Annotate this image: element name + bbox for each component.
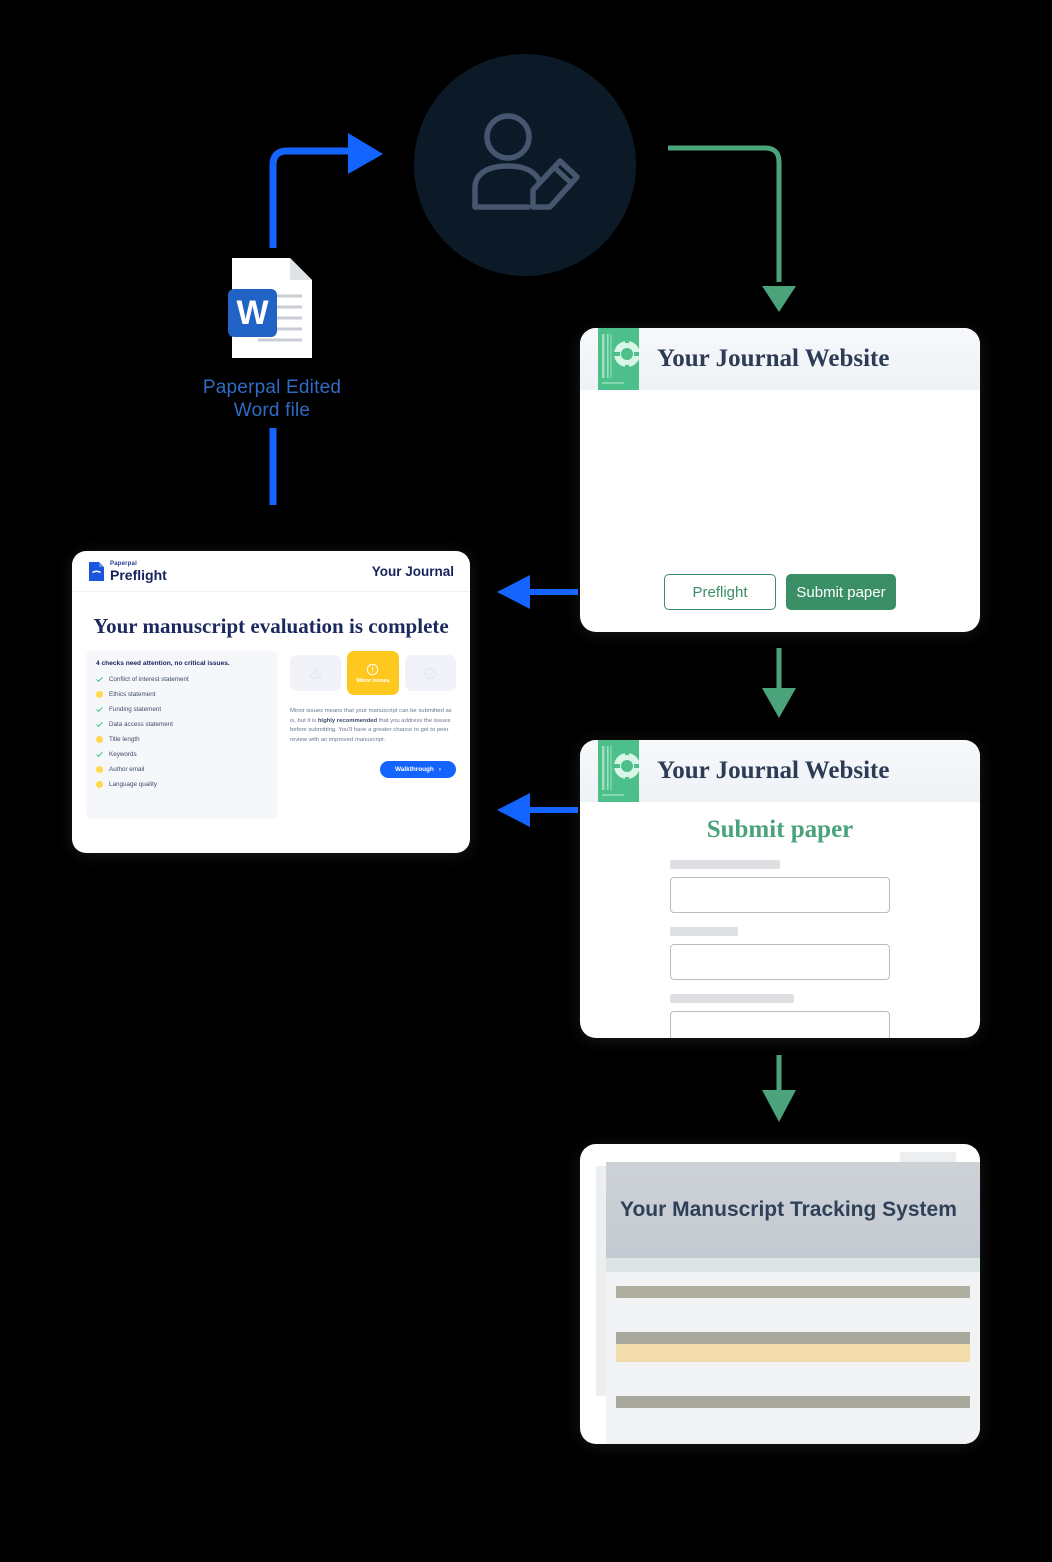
journal-cover-gear-icon xyxy=(598,328,641,390)
chevron-right-icon: › xyxy=(438,766,441,774)
check-warning-icon xyxy=(96,736,103,743)
form-label-placeholder xyxy=(670,927,738,936)
tracking-row-bar xyxy=(616,1332,970,1344)
preflight-journal-name: Your Journal xyxy=(371,563,454,579)
word-file-label-line2: Word file xyxy=(233,400,311,421)
journal-website-header: Your Journal Website xyxy=(580,328,980,390)
check-label: Author email xyxy=(109,766,145,773)
tracking-row-bar-highlighted xyxy=(616,1344,970,1362)
tracking-title: Your Manuscript Tracking System xyxy=(620,1198,957,1221)
tracking-titlebar: Your Manuscript Tracking System xyxy=(606,1162,980,1258)
status-badge-minor-issues[interactable]: Minor issues xyxy=(347,651,399,695)
paperpal-wordmark: Paperpal xyxy=(110,560,137,567)
check-row: Author email xyxy=(96,766,268,773)
manuscript-tracking-card: Your Manuscript Tracking System xyxy=(580,1144,980,1444)
word-file-group: W Paperpal Edited Word file xyxy=(172,256,372,422)
check-row: Keywords xyxy=(96,751,268,758)
status-description: Minor issues means that your manuscript … xyxy=(290,707,456,745)
preflight-header: Paperpal Preflight Your Journal xyxy=(72,551,470,592)
form-field-1[interactable] xyxy=(670,877,890,913)
preflight-result-card: Paperpal Preflight Your Journal Your man… xyxy=(72,551,470,853)
paperpal-preflight-logo: Paperpal Preflight xyxy=(88,561,167,582)
check-row: Ethics statement xyxy=(96,691,268,698)
tracking-subbar xyxy=(606,1258,980,1272)
check-row: Funding statement xyxy=(96,706,268,713)
word-document-icon: W xyxy=(228,256,316,360)
status-text-part1: Minor issues means that your manuscript … xyxy=(290,708,452,724)
form-label-placeholder xyxy=(670,994,794,1003)
check-row: Data access statement xyxy=(96,721,268,728)
check-label: Conflict of interest statement xyxy=(109,676,189,683)
check-row: Conflict of interest statement xyxy=(96,676,268,683)
journal-website-title: Your Journal Website xyxy=(657,345,890,372)
word-file-label: Paperpal Edited Word file xyxy=(172,376,372,422)
submit-paper-button[interactable]: Submit paper xyxy=(786,574,896,610)
check-label: Title length xyxy=(109,736,140,743)
tracking-row-bar xyxy=(616,1396,970,1408)
paperpal-doc-icon xyxy=(89,561,104,581)
check-label: Keywords xyxy=(109,751,137,758)
status-panel: Minor issues Minor issues means that you… xyxy=(290,651,456,819)
check-label: Data access statement xyxy=(109,721,174,728)
submit-paper-header: Your Journal Website xyxy=(580,740,980,802)
tracking-panel: Your Manuscript Tracking System xyxy=(606,1162,980,1444)
checks-panel: 4 checks need attention, no critical iss… xyxy=(86,651,278,819)
word-file-label-line1: Paperpal Edited xyxy=(202,377,342,398)
form-field-3[interactable] xyxy=(670,1011,890,1038)
preflight-body: 4 checks need attention, no critical iss… xyxy=(72,639,470,819)
form-label-placeholder xyxy=(670,860,780,869)
status-badge-clear[interactable] xyxy=(404,655,456,691)
status-badge-critical[interactable] xyxy=(290,655,342,691)
tracking-row-bar xyxy=(616,1286,970,1298)
check-pass-icon xyxy=(96,752,103,758)
check-label: Funding statement xyxy=(109,706,162,713)
preflight-title: Your manuscript evaluation is complete xyxy=(93,614,449,638)
preflight-button[interactable]: Preflight xyxy=(664,574,776,610)
submit-paper-form xyxy=(580,844,980,1038)
check-label: Ethics statement xyxy=(109,691,156,698)
author-edit-icon xyxy=(472,113,580,210)
status-badges: Minor issues xyxy=(290,651,456,695)
journal-cover-gear-icon xyxy=(598,740,641,802)
check-pass-icon xyxy=(96,707,103,713)
check-label: Language quality xyxy=(109,781,157,788)
author-avatar-circle xyxy=(414,54,636,276)
tracking-rows xyxy=(606,1272,980,1408)
warning-triangle-icon xyxy=(309,667,322,678)
walkthrough-label: Walkthrough xyxy=(395,766,434,774)
check-row: Language quality xyxy=(96,781,268,788)
status-text-part2: that you address the issues before submi… xyxy=(290,717,451,743)
check-warning-icon xyxy=(96,781,103,788)
check-warning-icon xyxy=(96,691,103,698)
preflight-wordmark: Preflight xyxy=(110,566,167,583)
form-field-2[interactable] xyxy=(670,944,890,980)
journal-website-actions: Preflight Submit paper xyxy=(580,574,980,610)
status-badge-minor-label: Minor issues xyxy=(356,677,390,684)
journal-website-card: Your Journal Website Preflight Submit pa… xyxy=(580,328,980,632)
checks-heading: 4 checks need attention, no critical iss… xyxy=(96,660,230,667)
submit-paper-card: Your Journal Website Submit paper xyxy=(580,740,980,1038)
check-pass-icon xyxy=(96,722,103,728)
submit-paper-heading: Submit paper xyxy=(706,816,854,843)
walkthrough-button[interactable]: Walkthrough › xyxy=(380,761,456,779)
word-badge-letter: W xyxy=(236,294,269,332)
submit-paper-site-title: Your Journal Website xyxy=(657,757,890,784)
status-text-bold: highly recommended xyxy=(317,717,378,724)
check-warning-icon xyxy=(96,766,103,773)
check-circle-icon xyxy=(424,667,436,679)
exclamation-circle-icon xyxy=(367,663,379,675)
check-pass-icon xyxy=(96,677,103,683)
check-row: Title length xyxy=(96,736,268,743)
